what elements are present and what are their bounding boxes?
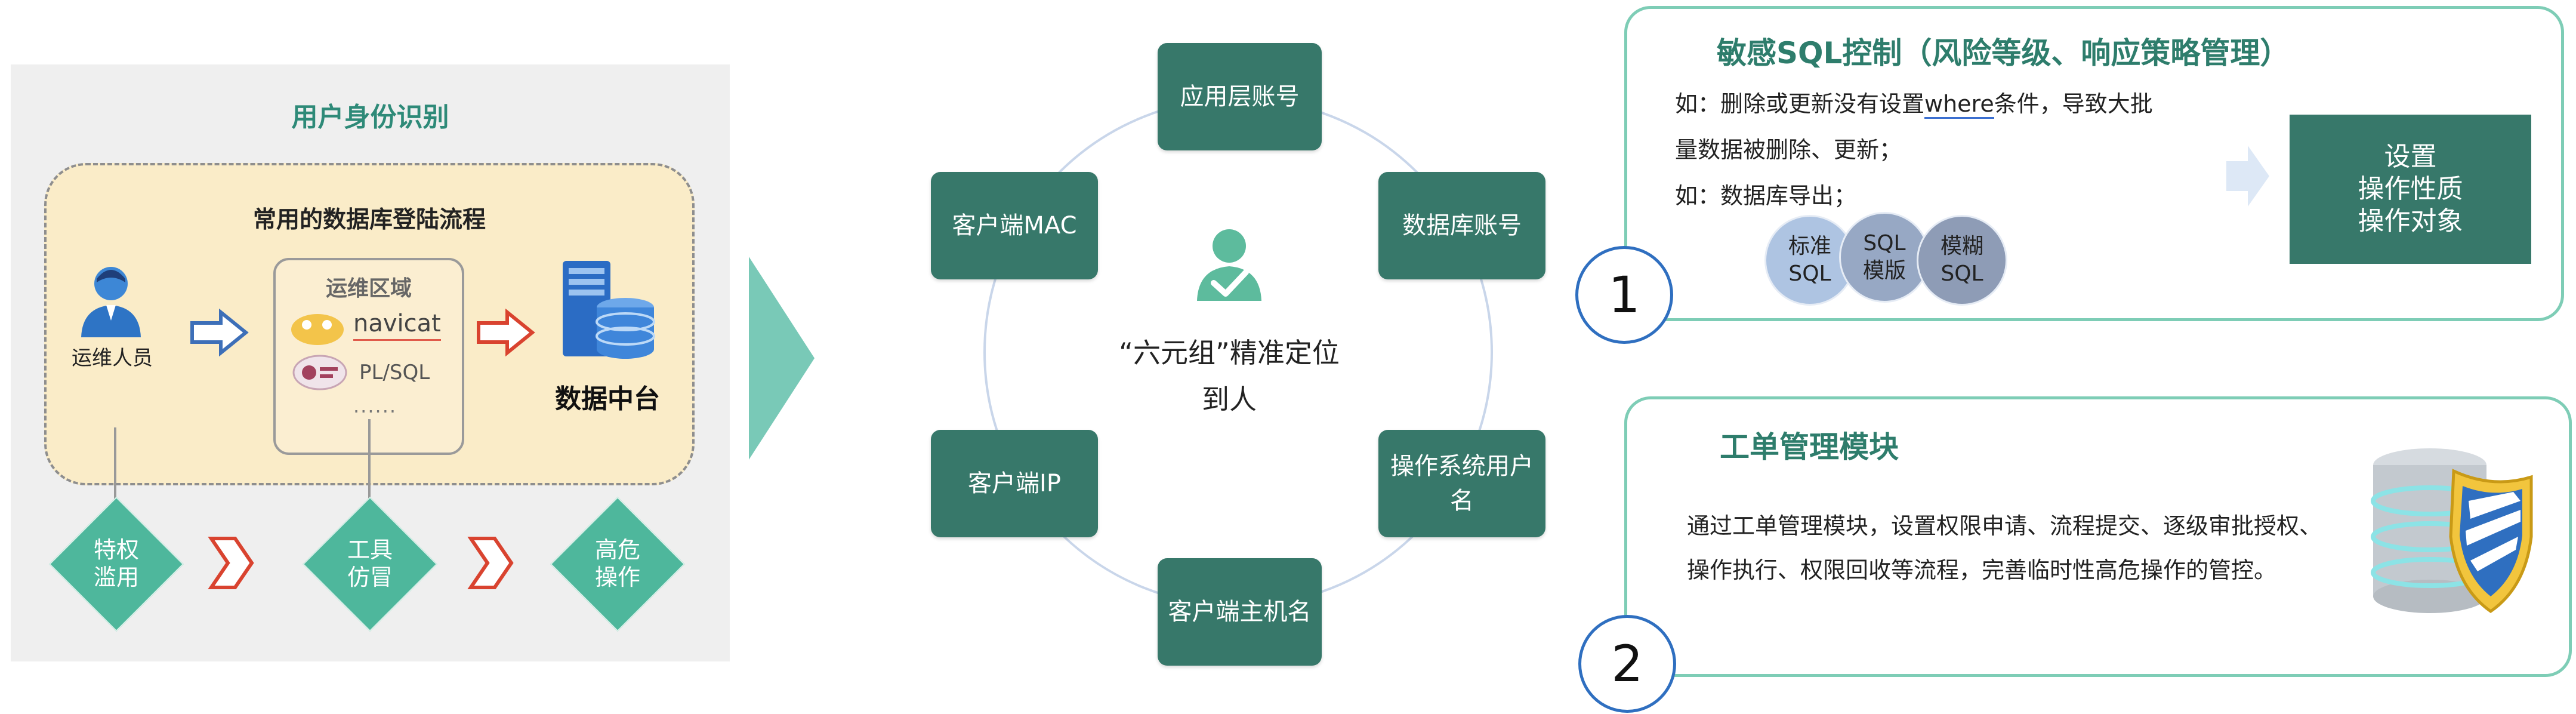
- step-badge-2: 2: [1578, 615, 1676, 713]
- ops-zone-title: 运维区域: [325, 276, 412, 301]
- sql-action-box: 设置 操作性质 操作对象: [2290, 115, 2531, 264]
- ops-zone: 运维区域 navicat PL/SQL ......: [273, 258, 464, 455]
- ops-more-label: ......: [353, 395, 397, 417]
- work-order-description: 通过工单管理模块，设置权限申请、流程提交、逐级审批授权、操作执行、权限回收等流程…: [1687, 513, 2322, 583]
- node-client-mac: 客户端MAC: [931, 172, 1098, 279]
- six-tuple-label: “六元组”精准定位 到人: [1119, 337, 1340, 416]
- chevron-right-icon: [208, 536, 255, 592]
- chevron-right-icon: [467, 536, 515, 592]
- sql-example-1: 如：删除或更新没有设置where条件，导致大批: [1675, 85, 2153, 119]
- node-os-user: 操作系统用户名: [1378, 430, 1545, 537]
- navicat-icon: [289, 307, 346, 351]
- node-db-account: 数据库账号: [1378, 172, 1545, 279]
- six-tuple-diagram: 应用层账号 数据库账号 操作系统用户名 客户端主机名 客户端IP 客户端MAC …: [895, 0, 1581, 714]
- datacenter-label: 数据中台: [555, 384, 660, 414]
- sensitive-sql-panel: 敏感SQL控制（风险等级、响应策略管理） 如：删除或更新没有设置where条件，…: [1624, 6, 2564, 321]
- risk-danger-label: 高危操作: [594, 537, 640, 590]
- arrow-right-icon: [190, 308, 249, 359]
- user-identity-panel: 用户身份识别 常用的数据库登陆流程 运维人员 运维区域: [11, 64, 730, 661]
- shield-database-icon: [2364, 435, 2543, 629]
- arrow-right-icon: [2224, 143, 2272, 211]
- connector-line: [368, 419, 371, 568]
- node-app-account: 应用层账号: [1158, 43, 1322, 150]
- sql-example-1-cont: 量数据被删除、更新；: [1675, 137, 1902, 163]
- node-client-ip: 客户端IP: [931, 430, 1098, 537]
- sensitive-sql-title: 敏感SQL控制（风险等级、响应策略管理）: [1717, 36, 2290, 70]
- node-client-host: 客户端主机名: [1158, 558, 1322, 666]
- risk-tool-label: 工具仿冒: [347, 537, 393, 590]
- work-order-title: 工单管理模块: [1720, 430, 1899, 464]
- database-server-icon: [557, 261, 658, 371]
- step-badge-1: 1: [1575, 246, 1673, 344]
- login-flow-title: 常用的数据库登陆流程: [252, 207, 486, 233]
- where-keyword: where: [1924, 91, 1994, 119]
- ops-person-label: 运维人员: [72, 346, 153, 370]
- sql-example-2: 如：数据库导出；: [1675, 183, 1857, 209]
- ops-person-icon: [75, 261, 147, 341]
- person-check-icon: [1193, 227, 1265, 307]
- plsql-icon: [291, 353, 348, 395]
- risk-privilege-label: 特权滥用: [93, 537, 139, 590]
- arrow-right-icon: [476, 308, 536, 359]
- work-order-panel: 工单管理模块 通过工单管理模块，设置权限申请、流程提交、逐级审批授权、操作执行、…: [1624, 396, 2572, 677]
- user-identity-title: 用户身份识别: [291, 102, 449, 133]
- navicat-label: navicat: [353, 308, 441, 341]
- plsql-label: PL/SQL: [359, 361, 430, 384]
- flow-arrow-icon: [749, 257, 815, 462]
